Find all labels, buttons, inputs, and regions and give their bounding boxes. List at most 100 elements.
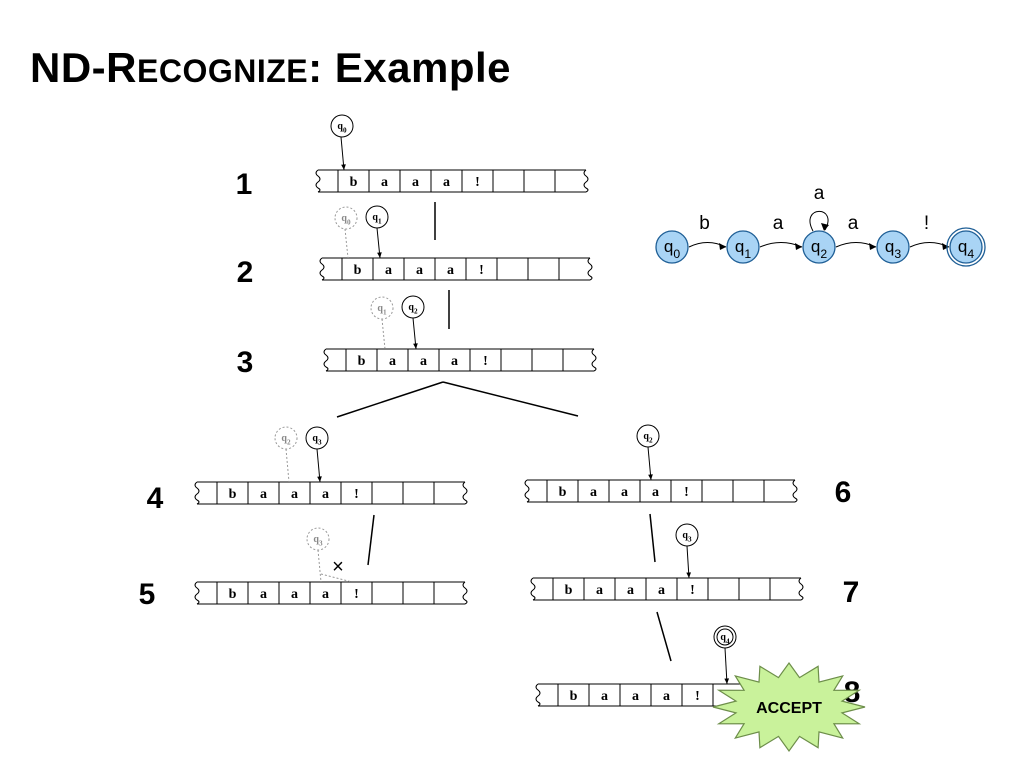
tape-symbol: ! xyxy=(354,487,359,502)
head-state-active: q2 xyxy=(401,295,425,319)
state-circle xyxy=(330,114,354,138)
head-pointer xyxy=(412,317,418,350)
tape-symbol: a xyxy=(658,583,665,598)
search-tree-edge xyxy=(336,381,444,418)
fsa-state-q2 xyxy=(802,230,836,264)
search-tree-edge xyxy=(367,514,375,566)
head-state-active: q1 xyxy=(365,205,389,229)
tape-break-right xyxy=(591,348,597,372)
state-inner-ring xyxy=(716,628,734,646)
tape-symbol: a xyxy=(663,689,670,704)
reject-mark: × xyxy=(332,556,344,578)
tape-symbol: a xyxy=(627,583,634,598)
tape-symbol: ! xyxy=(695,689,700,704)
search-tree-edge xyxy=(649,513,656,563)
fsa-state-q4 xyxy=(949,230,983,264)
tape-symbol: b xyxy=(354,263,362,278)
tape-symbol: a xyxy=(389,354,396,369)
pointer-arrowhead xyxy=(413,343,418,349)
fsa-transition-label: b xyxy=(699,213,710,234)
tape-break-left xyxy=(194,481,200,505)
svg-text:q2: q2 xyxy=(408,302,418,316)
head-pointer xyxy=(316,448,322,483)
pointer-arrowhead xyxy=(724,678,730,684)
state-circle xyxy=(334,206,358,230)
tape-symbol: a xyxy=(420,354,427,369)
head-pointer xyxy=(285,448,290,483)
tape-break-left xyxy=(319,257,325,281)
tape-symbol: a xyxy=(590,485,597,500)
fsa-transition-label: ! xyxy=(924,213,929,234)
svg-text:q1: q1 xyxy=(377,303,387,317)
step-number: 5 xyxy=(139,578,156,611)
tape-symbol: a xyxy=(260,587,267,602)
svg-text:q4: q4 xyxy=(720,632,730,646)
head-pointer-faded xyxy=(317,549,322,583)
head-state-faded: q2 xyxy=(274,426,298,450)
tape-symbol: a xyxy=(322,587,329,602)
head-state-faded: q1 xyxy=(370,296,394,320)
svg-text:q2: q2 xyxy=(811,237,827,261)
svg-text:q3: q3 xyxy=(885,237,901,261)
head-pointer xyxy=(376,227,382,259)
fsa-arrowhead xyxy=(719,243,726,250)
fsa-arrowhead xyxy=(942,243,949,250)
svg-text:q3: q3 xyxy=(312,433,322,447)
head-pointer xyxy=(724,647,730,685)
tape-break-right xyxy=(462,481,468,505)
tape-break-right xyxy=(462,581,468,605)
tape-symbol: a xyxy=(451,354,458,369)
svg-text:q3: q3 xyxy=(313,534,323,548)
tape-symbol: ! xyxy=(479,263,484,278)
pointer-arrowhead xyxy=(341,164,346,170)
fsa-transition-label: a xyxy=(773,213,784,234)
head-state-active: q3 xyxy=(305,426,329,450)
tape-symbol: a xyxy=(416,263,423,278)
tape-break-right xyxy=(587,257,593,281)
svg-text:q0: q0 xyxy=(664,237,680,261)
tape-break-right xyxy=(583,169,589,193)
tape-symbol: a xyxy=(443,175,450,190)
head-state-active: q0 xyxy=(330,114,354,138)
tape-break-left xyxy=(535,683,541,707)
pointer-arrowhead xyxy=(648,474,653,480)
head-pointer xyxy=(686,545,691,579)
svg-text:q4: q4 xyxy=(958,237,974,261)
svg-text:q0: q0 xyxy=(341,213,351,227)
tape-symbol: a xyxy=(322,487,329,502)
accept-starburst xyxy=(712,661,866,753)
tape-symbol: ! xyxy=(483,354,488,369)
tape-break-left xyxy=(194,581,200,605)
tape-break-right xyxy=(792,479,798,503)
tape-symbol: a xyxy=(381,175,388,190)
tape-symbol: a xyxy=(621,485,628,500)
tape-symbol: ! xyxy=(475,175,480,190)
fsa-state-q1 xyxy=(726,230,760,264)
tape-symbol: a xyxy=(596,583,603,598)
search-tree-edge xyxy=(442,381,579,417)
tape-symbol: ! xyxy=(354,587,359,602)
head-state-active: q3 xyxy=(675,523,699,547)
fsa-state-q3 xyxy=(876,230,910,264)
tape-symbol: a xyxy=(260,487,267,502)
tape-symbol: b xyxy=(229,487,237,502)
tape-symbol: ! xyxy=(684,485,689,500)
svg-text:q1: q1 xyxy=(735,237,751,261)
tape-symbol: a xyxy=(447,263,454,278)
pointer-arrowhead xyxy=(686,572,691,578)
tape-break-left xyxy=(530,577,536,601)
fsa-final-ring xyxy=(946,227,986,267)
tape-symbol: b xyxy=(559,485,567,500)
svg-text:q2: q2 xyxy=(643,431,653,445)
fsa-arrowhead xyxy=(821,223,829,231)
svg-text:q0: q0 xyxy=(337,121,347,135)
accept-label: ACCEPT xyxy=(756,700,822,717)
slide-title: ND-RECOGNIZE: Example xyxy=(30,44,512,91)
fsa-state-q0 xyxy=(655,230,689,264)
